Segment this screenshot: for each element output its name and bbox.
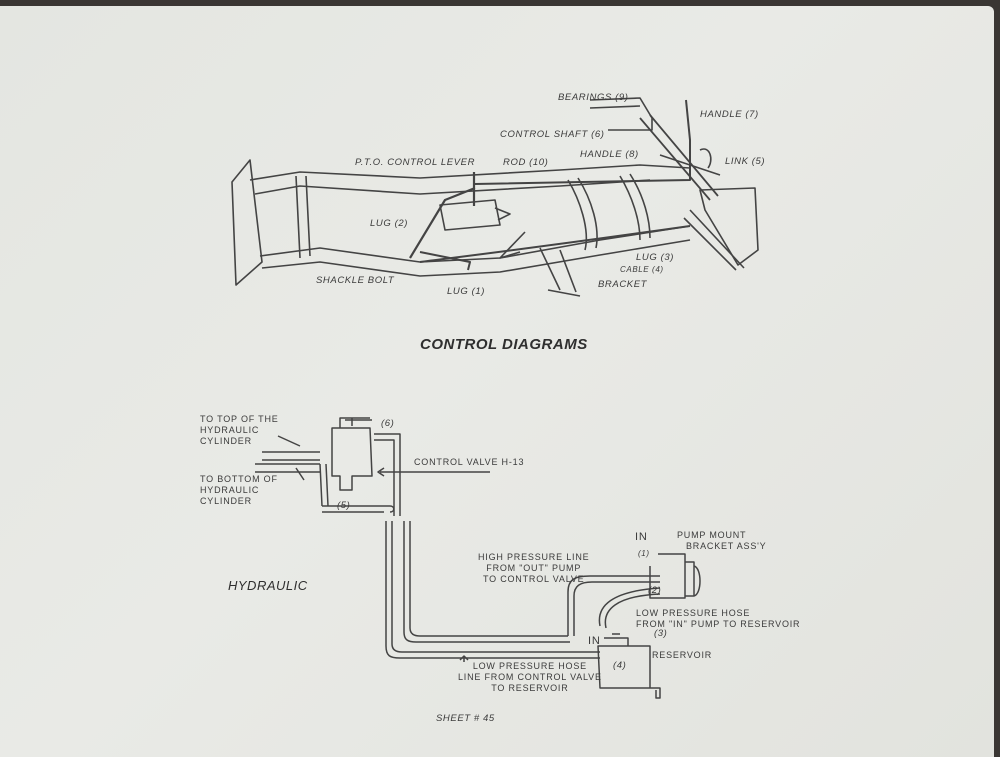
truck-frame-drawing	[231, 97, 759, 297]
label-control-shaft: CONTROL SHAFT (6)	[500, 129, 605, 140]
label-rod: ROD (10)	[503, 157, 549, 168]
hydraulic-title: HYDRAULIC	[228, 578, 308, 593]
label-bearings: BEARINGS (9)	[558, 92, 629, 103]
diagram-drawing	[231, 97, 759, 699]
label-in-pump: IN	[635, 531, 648, 543]
label-2: (2)	[648, 585, 662, 596]
label-1: (1)	[638, 549, 650, 558]
label-cable: CABLE (4)	[620, 265, 664, 274]
label-handle-7: HANDLE (7)	[700, 109, 759, 120]
sheet-number: SHEET # 45	[436, 713, 495, 724]
document-sheet: BEARINGS (9) HANDLE (7) CONTROL SHAFT (6…	[0, 6, 994, 757]
label-lug-2: LUG (2)	[370, 218, 408, 229]
label-lug-3: LUG (3)	[636, 252, 674, 263]
label-link: LINK (5)	[725, 156, 766, 167]
label-5: (5)	[337, 500, 351, 511]
label-in-reservoir: IN	[588, 635, 601, 647]
label-shackle-bolt: SHACKLE BOLT	[316, 275, 395, 286]
label-6: (6)	[381, 418, 395, 429]
label-4: (4)	[613, 660, 627, 671]
label-reservoir: RESERVOIR	[652, 650, 713, 660]
control-diagrams-title: CONTROL DIAGRAMS	[420, 336, 588, 353]
label-lug-1: LUG (1)	[447, 286, 485, 297]
label-pto-lever: P.T.O. CONTROL LEVER	[355, 157, 476, 168]
label-3: (3)	[654, 628, 668, 639]
label-bracket: BRACKET	[598, 279, 648, 290]
label-handle-8: HANDLE (8)	[580, 149, 639, 160]
hydraulic-drawing	[255, 417, 701, 699]
label-control-valve: CONTROL VALVE H-13	[414, 457, 525, 467]
